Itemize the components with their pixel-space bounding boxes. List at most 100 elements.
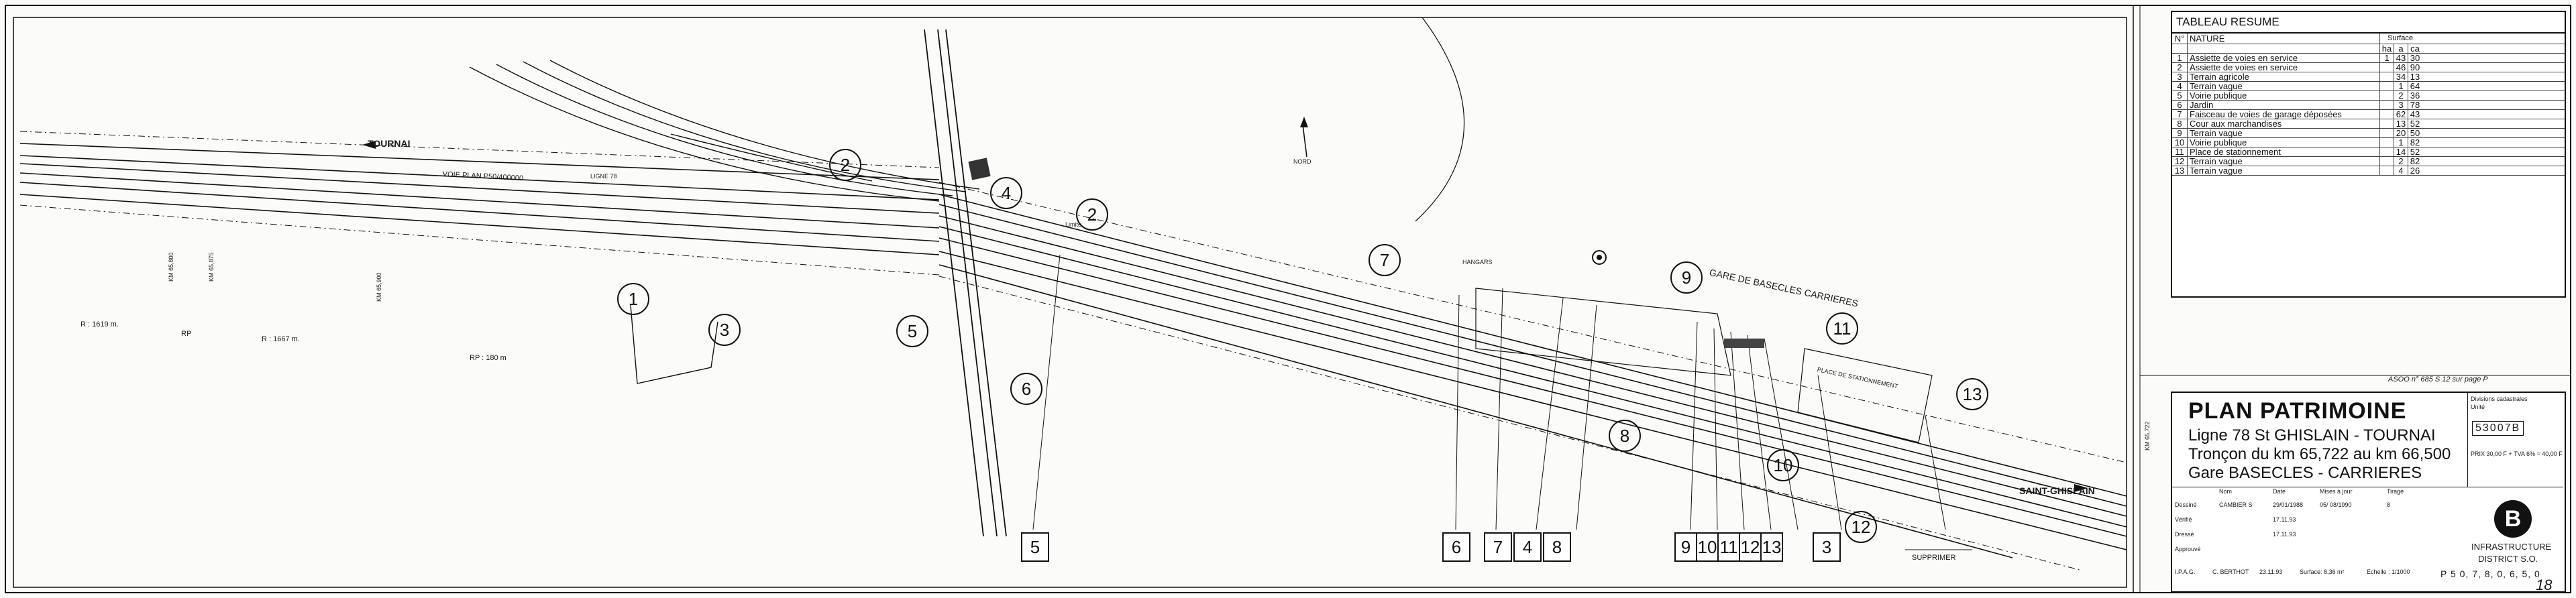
label-asoo: ASOO n° 685 S 12 sur page P [2388,375,2488,383]
summary-cell-nature: Voirie publique [2188,138,2380,147]
summary-cell-a: 2 [2394,157,2408,166]
col-maj: Mises à jour [2320,488,2353,495]
header-ha: ha [2380,44,2394,53]
summary-cell-ha [2380,63,2394,72]
summary-cell-a: 62 [2394,110,2408,119]
col-nom: Nom [2219,488,2233,495]
parcel-circle-2a: 2 [829,149,861,181]
summary-cell-nature: Cour aux marchandises [2188,119,2380,128]
summary-cell-ca: 52 [2410,119,2420,129]
col-date: Date [2273,488,2286,495]
summary-cell-ha [2380,147,2394,156]
summary-table-title: TABLEAU RESUME [2172,12,2565,34]
summary-cell-no: 5 [2172,91,2188,100]
parcel-circle-7: 7 [1368,244,1401,276]
title-block: PLAN PATRIMOINE Ligne 78 St GHISLAIN - T… [2171,392,2566,593]
label-r1: R : 1619 m. [80,320,119,328]
summary-cell-ca: 30 [2410,53,2420,63]
summary-cell-a: 46 [2394,63,2408,72]
ipag-name: C. BERTHOT [2212,569,2249,575]
row-verifie: Vérifié [2175,516,2192,523]
label-rp1: RP [181,330,192,338]
summary-cell-ha [2380,110,2394,119]
summary-cell-ca: 82 [2410,156,2420,166]
parcel-circle-1: 1 [617,283,649,315]
page-number: 18 [2536,577,2553,593]
parcel-circle-3: 3 [708,314,741,346]
summary-cell-ca: 50 [2410,128,2420,138]
summary-cell-ca: 64 [2410,81,2420,91]
infra-label: INFRASTRUCTURE [2471,542,2552,552]
summary-cell-ca: 43 [2410,109,2420,119]
summary-cell-no: 13 [2172,166,2188,175]
box-ref-4: 4 [1513,532,1542,562]
summary-cell-ha [2380,101,2394,109]
label-rp2: RP : 180 m [470,354,506,362]
summary-cell-nature: Place de stationnement [2188,147,2380,156]
summary-cell-no: 2 [2172,63,2188,72]
summary-cell-nature: Terrain vague [2188,129,2380,137]
summary-cell-a: 4 [2394,166,2408,175]
reference-number: P 5 0, 7, 8, 0, 6, 5, 0 [2440,569,2540,579]
label-supprimer: SUPPRIMER [1912,554,1956,562]
summary-cell-a: 34 [2394,72,2408,81]
header-ca: ca [2410,44,2420,54]
label-km2: KM 65,875 [208,252,215,282]
dessine-date: 29/01/1988 [2273,501,2304,508]
box-ref-11: 11 [1717,532,1740,562]
parcel-circle-8: 8 [1609,420,1641,452]
box-ref-12: 12 [1739,532,1762,562]
summary-cell-no: 9 [2172,129,2188,137]
parcel-circle-9: 9 [1670,261,1703,294]
summary-cell-no: 11 [2172,147,2188,156]
ipag-date: 23.11.93 [2259,569,2283,575]
label-saint-ghislain: SAINT-GHISLAIN [2019,485,2095,496]
summary-cell-ha [2380,82,2394,91]
summary-cell-ha [2380,119,2394,128]
parcel-circle-6: 6 [1010,373,1042,405]
label-km4: KM 65,722 [2144,421,2151,451]
box-ref-3: 3 [1813,532,1841,562]
summary-cell-no: 12 [2172,157,2188,166]
summary-cell-ha: 1 [2380,54,2394,62]
summary-cell-ha [2380,166,2394,175]
parcel-circle-13: 13 [1956,378,1988,410]
header-no: N° [2172,34,2188,44]
box-ref-5: 5 [1021,532,1049,562]
summary-cell-nature: Assiette de voies en service [2188,54,2380,62]
cadastre-code: 53007B [2472,421,2524,436]
summary-cell-ca: 36 [2410,91,2420,101]
summary-cell-nature: Terrain vague [2188,166,2380,175]
box-ref-9: 9 [1674,532,1697,562]
box-ref-7: 7 [1484,532,1512,562]
summary-cell-ca: 52 [2410,147,2420,157]
summary-cell-a: 1 [2394,138,2408,147]
parcel-circle-2b: 2 [1076,198,1108,231]
summary-cell-nature: Terrain agricole [2188,72,2380,81]
label-hangars: HANGARS [1462,259,1493,265]
plan-line: Ligne 78 St GHISLAIN - TOURNAI [2188,426,2436,444]
summary-cell-a: 20 [2394,129,2408,137]
summary-cell-no: 4 [2172,82,2188,91]
unite-label: Unité [2471,404,2485,410]
summary-cell-nature: Jardin [2188,101,2380,109]
row-dresse: Dressé [2175,531,2194,538]
summary-cell-ca: 78 [2410,100,2420,110]
label-nord: NORD [1293,158,1311,165]
box-ref-8: 8 [1543,532,1571,562]
dessine-name: CAMBIER S [2219,501,2253,508]
echelle-label: Echelle : 1/1000 [2367,569,2410,575]
